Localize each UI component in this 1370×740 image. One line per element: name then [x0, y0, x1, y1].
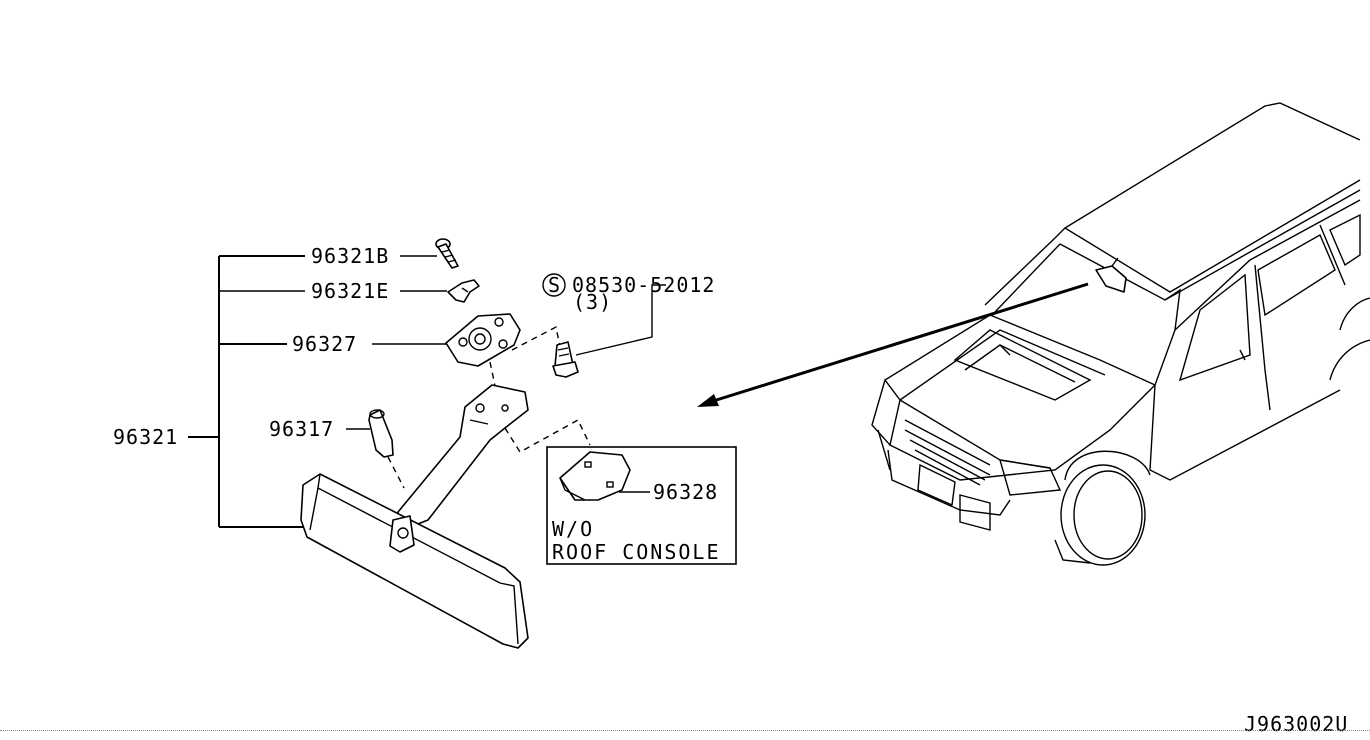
s-symbol [542, 273, 566, 297]
label-96328: 96328 [653, 480, 718, 504]
bracket-part [445, 313, 521, 367]
dashed-screw-line [511, 325, 561, 351]
screw-part [552, 341, 579, 378]
mirror-mount-arm [397, 384, 529, 532]
label-screw: 08530-52012 [572, 273, 715, 297]
leader-screw [575, 284, 666, 356]
rearview-mirror [300, 473, 529, 649]
label-96317: 96317 [269, 417, 334, 441]
assembly-bracket-lines [188, 255, 305, 528]
label-96321: 96321 [113, 425, 178, 449]
dashed-bracket-line [489, 361, 498, 396]
diagram-code: J963002U [1244, 712, 1348, 736]
dashed-cover-line [387, 456, 405, 489]
label-screw-qty: (3) [573, 290, 612, 314]
bolt-part [435, 238, 459, 269]
label-96327: 96327 [292, 332, 357, 356]
dashed-console-line [504, 419, 591, 453]
inset-box: 96328 W/O ROOF CONSOLE [546, 446, 737, 565]
clip-part [447, 279, 480, 303]
bottom-divider [0, 730, 1370, 731]
inset-condition-line1: W/O [552, 517, 594, 541]
label-96321e: 96321E [311, 279, 389, 303]
s-symbol-letter: S [548, 273, 561, 297]
cover-part [368, 409, 394, 458]
locator-arrow [697, 282, 1089, 407]
label-96321b: 96321B [311, 244, 389, 268]
inset-condition-line2: ROOF CONSOLE [552, 540, 721, 564]
vehicle-illustration [871, 102, 1370, 566]
